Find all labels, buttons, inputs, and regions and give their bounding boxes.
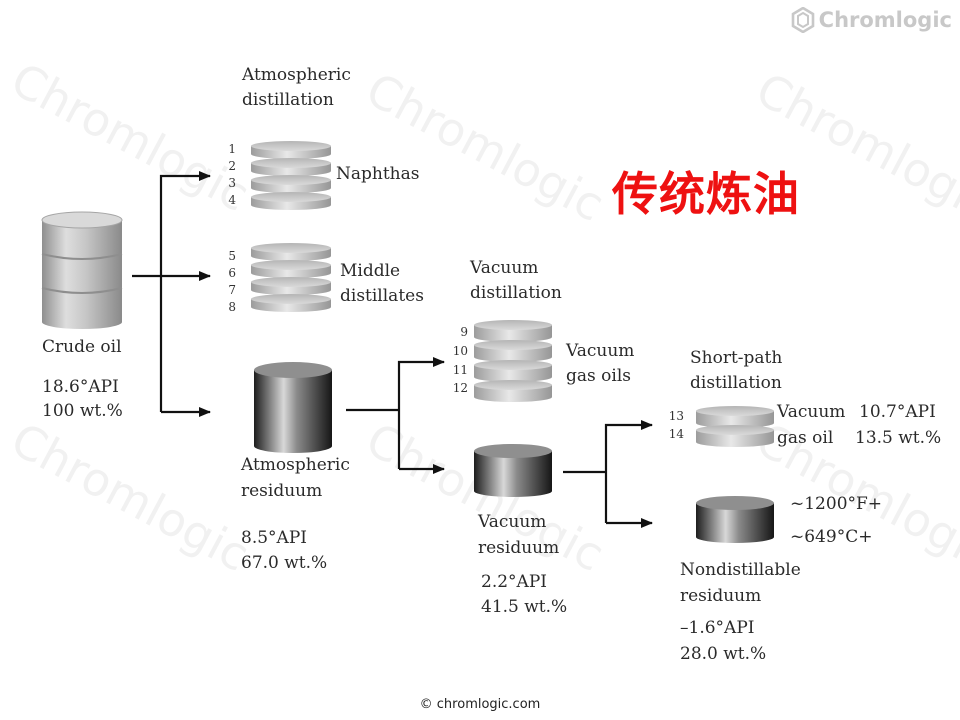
arrow-to-naphthas	[159, 171, 211, 412]
vacuum-heading: distillation	[470, 283, 562, 303]
tray-number: 9	[460, 325, 468, 339]
arrow-to-vacuum-gas-oil	[604, 420, 653, 523]
crude-oil-label: Crude oil	[42, 337, 122, 357]
vacuum-gas-oils-label: Vacuum	[566, 341, 635, 361]
brand-logo: Chromlogic	[791, 7, 952, 33]
naphthas-label: Naphthas	[336, 164, 420, 184]
arrow-to-vacuum-gas-oils	[397, 357, 445, 469]
tray-number: 3	[228, 176, 236, 190]
atmospheric-residuum-api: 8.5°API	[241, 528, 307, 548]
vacuum-residuum-cylinder	[474, 444, 552, 497]
atmospheric-heading: distillation	[242, 90, 334, 110]
tray-number: 7	[228, 283, 236, 297]
tray-number: 10	[452, 344, 468, 358]
atmospheric-residuum-label: residuum	[241, 481, 323, 501]
vacuum-residuum-wt: 41.5 wt.%	[481, 597, 568, 617]
atmospheric-residuum-wt: 67.0 wt.%	[241, 553, 328, 573]
crude-oil-api: 18.6°API	[42, 377, 119, 397]
vacuum-gas-oils-label: gas oils	[566, 366, 631, 386]
nondistillable-residuum-api: –1.6°API	[680, 618, 755, 638]
atmospheric-heading: Atmospheric	[242, 65, 351, 85]
vacuum-gas-oil-label: gas oil	[777, 428, 834, 448]
flow-arrows	[132, 171, 653, 528]
middle-distillates-label: distillates	[340, 286, 424, 306]
cut-temperature-f: ~1200°F+	[790, 494, 883, 514]
middle-distillates-label: Middle	[340, 261, 401, 281]
nondistillable-residuum-cylinder	[696, 496, 774, 543]
tray-number: 6	[228, 266, 236, 280]
vacuum-gas-oil-wt: 13.5 wt.%	[855, 428, 942, 448]
nondistillable-residuum-wt: 28.0 wt.%	[680, 644, 767, 664]
vacuum-heading: Vacuum	[470, 258, 539, 278]
tray-number: 13	[668, 409, 684, 423]
tray-number: 4	[228, 193, 236, 207]
tray-number: 11	[452, 363, 468, 377]
nondistillable-residuum-label: residuum	[680, 586, 762, 606]
atmospheric-tray-stack	[251, 141, 331, 312]
short-path-heading: distillation	[690, 373, 782, 393]
logo-text: Chromlogic	[818, 8, 952, 32]
vacuum-gas-oil-api: 10.7°API	[859, 402, 936, 422]
tray-number: 1	[228, 142, 236, 156]
atmospheric-residuum-label: Atmospheric	[241, 455, 350, 475]
atmospheric-residuum-cylinder	[254, 362, 332, 453]
tray-number: 12	[452, 381, 468, 395]
tray-number: 8	[228, 300, 236, 314]
short-path-heading: Short-path	[690, 348, 783, 368]
vacuum-residuum-label: Vacuum	[478, 512, 547, 532]
tray-number: 5	[228, 249, 236, 263]
nondistillable-residuum-label: Nondistillable	[680, 560, 801, 580]
vacuum-tray-stack	[474, 320, 552, 402]
cut-temperature-c: ~649°C+	[790, 527, 873, 547]
crude-oil-wt: 100 wt.%	[42, 401, 123, 421]
short-path-tray-stack	[696, 406, 774, 447]
vacuum-residuum-label: residuum	[478, 538, 560, 558]
tray-number: 14	[668, 427, 684, 441]
vacuum-gas-oil-label: Vacuum	[777, 402, 846, 422]
hexagon-logo-icon	[791, 7, 814, 33]
vacuum-residuum-api: 2.2°API	[481, 572, 547, 592]
crude-oil-barrel	[41, 211, 123, 329]
page-title: 传统炼油	[612, 167, 800, 221]
tray-number: 2	[228, 159, 236, 173]
copyright-notice: © chromlogic.com	[419, 697, 541, 712]
